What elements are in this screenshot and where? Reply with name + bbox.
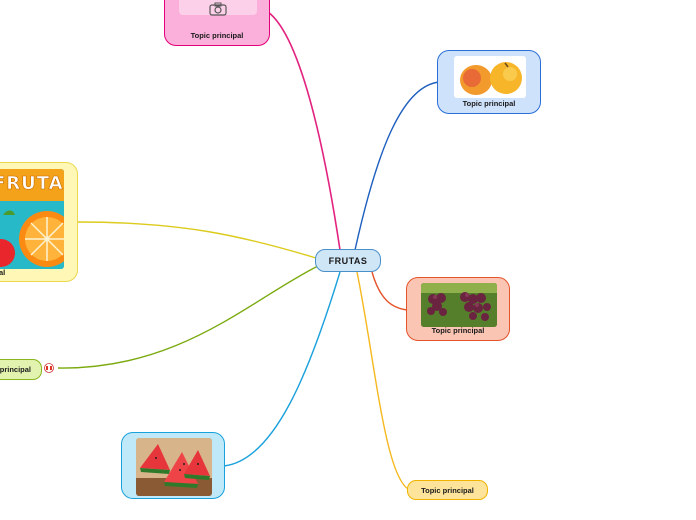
topic-yellow-bottom-label: Topic principal [421,485,474,495]
topic-yellow-bottom[interactable]: Topic principal [407,480,488,500]
orange-image-title: FRUTAS [0,173,64,195]
grapes-image [421,283,497,327]
topic-grapes[interactable]: Topic principal [406,277,510,341]
flag-icon [44,363,54,373]
connector-watermelon [223,271,341,467]
topic-top[interactable]: Topic principal [164,0,270,46]
central-topic[interactable]: FRUTAS [315,249,381,272]
apricot-image [454,56,526,98]
connector-apricot [354,81,441,251]
connector-grapes [371,271,408,311]
topic-frutas-image-label: al [0,268,6,277]
central-topic-label: FRUTAS [328,255,368,266]
topic-frutas-image[interactable]: FRUTAS al [0,162,78,282]
watermelon-image [136,438,212,496]
topic-watermelon[interactable] [121,432,225,499]
topic-green-left-label: principal [0,365,31,374]
topic-top-label: Topic principal [190,31,244,40]
topic-apricot-label: Topic principal [462,99,516,108]
orange-image: FRUTAS [0,169,64,269]
connector-yellow-bottom [356,271,411,491]
connector-frutas-image [77,221,317,259]
topic-grapes-label: Topic principal [431,326,485,335]
camera-icon [209,2,227,16]
connector-green-left [57,265,319,369]
topic-green-left[interactable]: principal [0,359,42,380]
connector-top [264,9,341,251]
topic-apricot[interactable]: Topic principal [437,50,541,114]
